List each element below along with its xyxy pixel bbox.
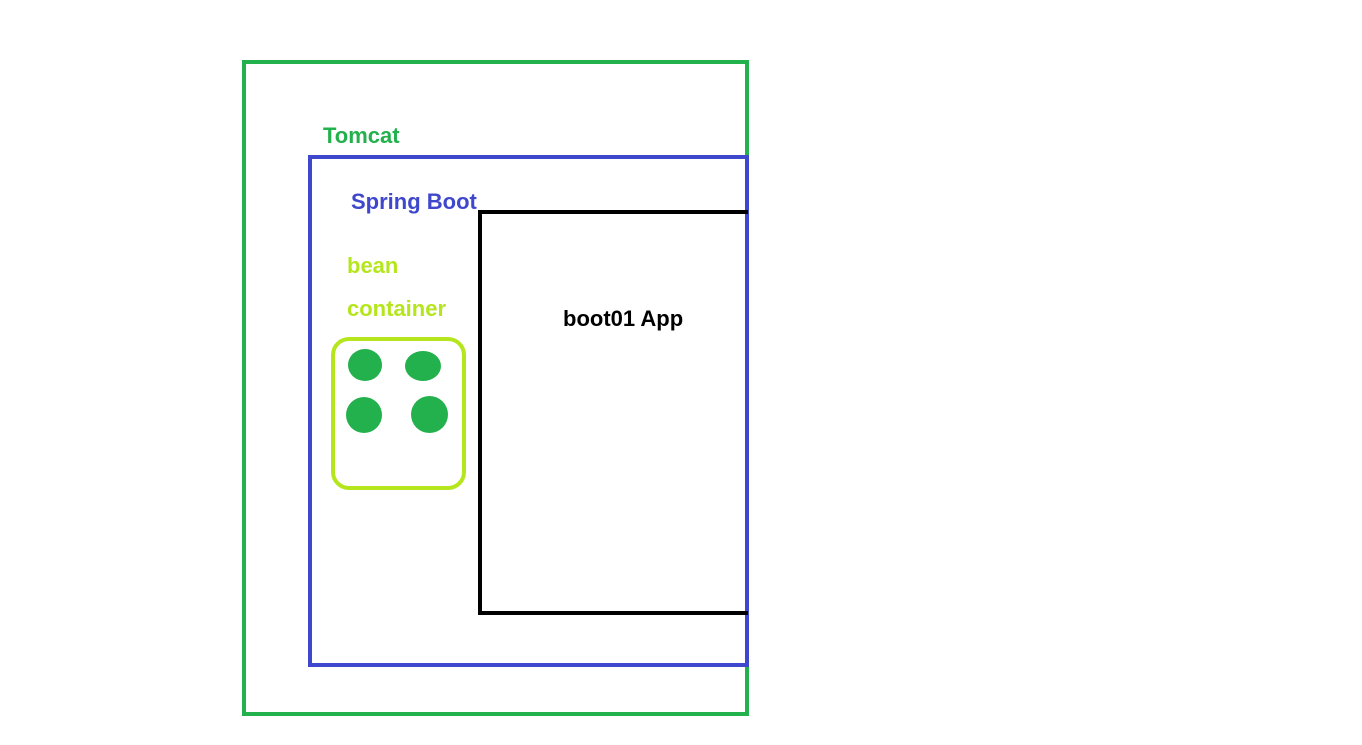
bean-container-label-line2: container: [347, 296, 447, 321]
bean-dot: [405, 351, 441, 381]
bean-container-box: [331, 337, 466, 490]
app-label: boot01 App: [563, 306, 684, 331]
spring-boot-box: [308, 155, 749, 667]
bean-dot: [346, 397, 382, 433]
spring-boot-label: Spring Boot: [351, 189, 477, 214]
app-box: [478, 210, 748, 615]
tomcat-label: Tomcat: [323, 123, 400, 148]
bean-dot: [411, 396, 448, 433]
bean-container-label-line1: bean: [347, 253, 399, 278]
bean-dot: [348, 349, 382, 381]
